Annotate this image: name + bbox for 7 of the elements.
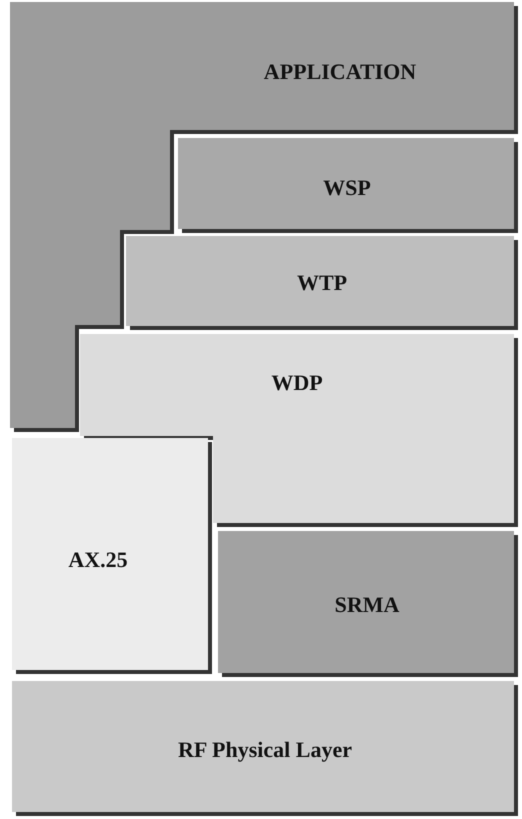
- layer-label: SRMA: [334, 592, 400, 618]
- layer-label: AX.25: [68, 547, 128, 573]
- layer-label: WDP: [271, 370, 323, 396]
- layer-label: WSP: [323, 175, 371, 201]
- layer-label: APPLICATION: [264, 59, 416, 85]
- layer-label: RF Physical Layer: [178, 737, 352, 763]
- layer-label: WTP: [296, 270, 348, 296]
